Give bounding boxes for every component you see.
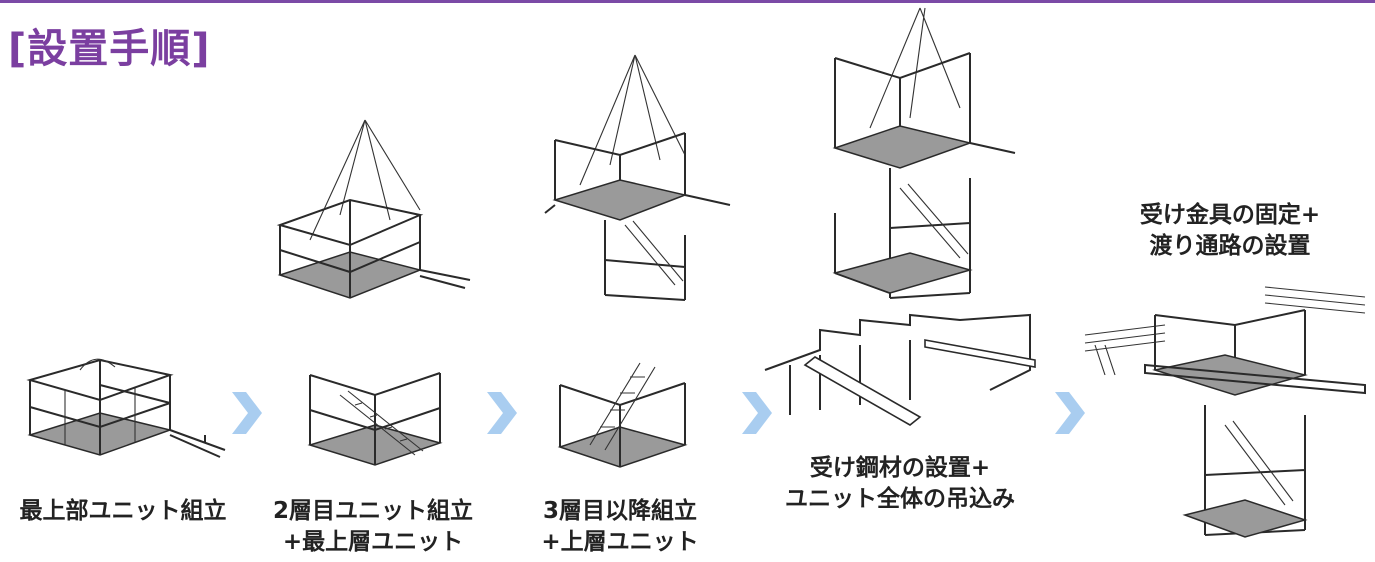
step2-caption: 2層目ユニット組立 +最上層ユニット xyxy=(258,496,488,558)
step1-caption: 最上部ユニット組立 xyxy=(8,496,238,527)
step4-caption-line1: 受け鋼材の設置+ xyxy=(809,455,991,481)
step5-caption-line1: 受け金具の固定+ xyxy=(1139,202,1321,228)
step-arrow-1-icon xyxy=(232,392,262,434)
step4-caption-line2: ユニット全体の吊込み xyxy=(785,486,1015,512)
page-title: [設置手順] xyxy=(8,26,211,72)
step1-caption-line1: 最上部ユニット組立 xyxy=(19,498,227,524)
step5-installed-passage-illustration xyxy=(1084,286,1366,538)
step3-upper-unit-illustration xyxy=(557,362,688,468)
step5-caption: 受け金具の固定+ 渡り通路の設置 xyxy=(1110,200,1350,262)
step2-second-unit-illustration xyxy=(307,372,443,466)
step2-caption-line1: 2層目ユニット組立 xyxy=(272,498,473,524)
step3-caption-line2: +上層ユニット xyxy=(541,529,699,555)
step4-caption: 受け鋼材の設置+ ユニット全体の吊込み xyxy=(770,453,1030,515)
step3-hoisted-units-illustration xyxy=(544,54,731,301)
step-arrow-3-icon xyxy=(742,392,772,434)
step5-caption-line2: 渡り通路の設置 xyxy=(1149,233,1311,259)
top-rule xyxy=(0,0,1375,3)
step3-caption-line1: 3層目以降組立 xyxy=(542,498,697,524)
step-arrow-4-icon xyxy=(1055,392,1085,434)
step1-top-unit-illustration xyxy=(26,358,226,458)
step2-caption-line2: +最上層ユニット xyxy=(282,529,464,555)
step2-hoisted-top-unit-illustration xyxy=(276,119,471,299)
step3-caption: 3層目以降組立 +上層ユニット xyxy=(505,496,735,558)
step4-hoisted-assembly-illustration xyxy=(832,7,1016,299)
step-arrow-2-icon xyxy=(487,392,517,434)
step4-support-steel-illustration xyxy=(764,313,1036,426)
